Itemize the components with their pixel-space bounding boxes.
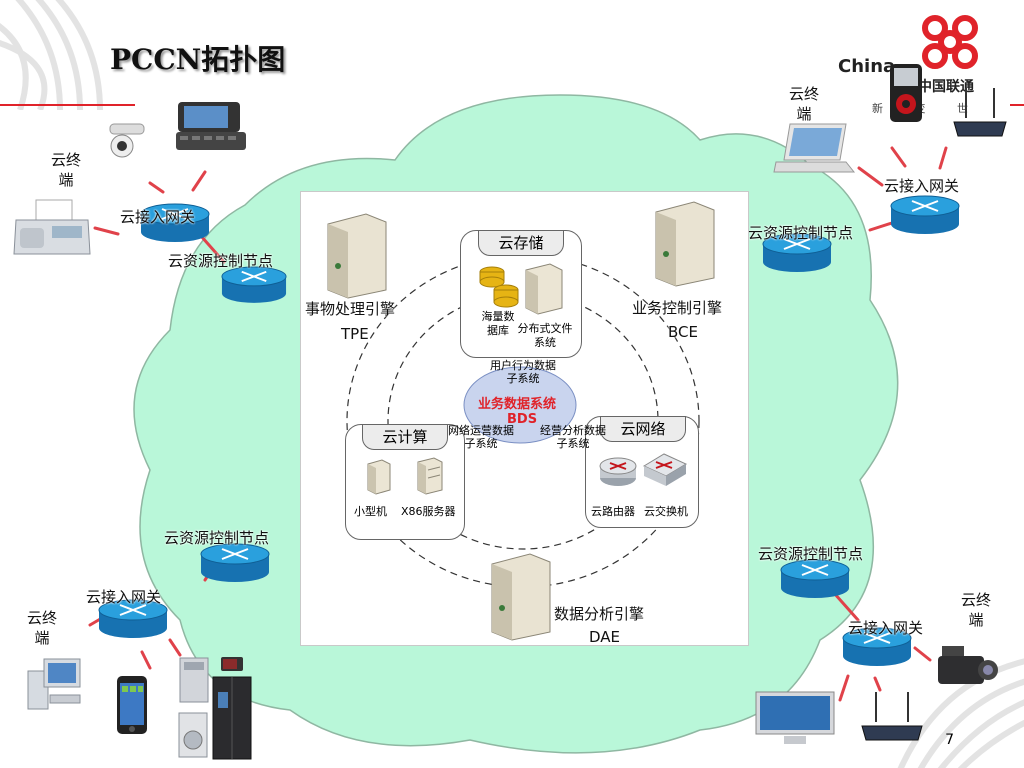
resource-node-label-bottom-left: 云资源控制节点	[164, 529, 270, 547]
iphone-icon	[117, 676, 147, 734]
server-icon-tpe	[327, 213, 387, 299]
storage-item-database: 海量数据库	[481, 310, 515, 337]
resource-node-label-top-left: 云资源控制节点	[168, 252, 274, 270]
terminal-label-top-right: 云终端	[788, 85, 819, 123]
dae-name: 数据分析引擎	[554, 605, 645, 623]
cloud-switch-icon	[642, 453, 688, 486]
terminal-label-top-left: 云终端	[50, 151, 81, 189]
resource-node-label-top-right: 云资源控制节点	[748, 224, 854, 242]
wireless-router-icon-bottom	[861, 692, 923, 741]
appliance-icon	[179, 657, 209, 703]
compute-item-x86-server: X86服务器	[401, 505, 456, 518]
terminal-label-bottom-right: 云终端	[960, 591, 991, 629]
tpe-name: 事物处理引擎	[305, 300, 396, 318]
bds-ellipse	[463, 366, 577, 444]
desktop-computer-icon	[27, 658, 81, 710]
refrigerator-icon	[212, 676, 252, 760]
router-icon-resource-node-bottom-right	[780, 559, 850, 598]
router-icon-access-gateway-top-right	[890, 195, 960, 234]
router-icon-resource-node-bottom-left	[200, 543, 270, 582]
corner-decoration-bottom-right	[897, 658, 1024, 768]
router-icon-resource-node-top-left	[221, 266, 287, 303]
router-icon-access-gateway-bottom-left	[98, 599, 168, 638]
router-icon-access-gateway-top-left	[140, 203, 210, 242]
compute-item-minicomputer: 小型机	[354, 505, 387, 518]
cloud-storage-tab: 云存储	[478, 230, 564, 256]
tpe-abbr: TPE	[341, 325, 369, 343]
network-item-router: 云路由器	[591, 505, 635, 518]
video-camera-icon	[938, 646, 998, 684]
database-icon	[479, 266, 519, 308]
cloud-compute-tab: 云计算	[362, 424, 448, 450]
logo-text-en: China	[838, 56, 896, 77]
bce-name: 业务控制引擎	[632, 299, 723, 317]
file-server-icon	[525, 263, 563, 315]
router-icon-resource-node-top-right	[762, 233, 832, 272]
page-number: 7	[945, 732, 954, 748]
x86-server-icon	[417, 457, 443, 495]
tv-monitor-icon	[755, 691, 835, 744]
dae-abbr: DAE	[589, 628, 621, 646]
access-gateway-label-bottom-left: 云接入网关	[86, 588, 162, 606]
bce-abbr: BCE	[668, 323, 698, 341]
washing-machine-icon	[178, 712, 208, 758]
page-title: PCCN拓扑图	[110, 43, 286, 76]
corner-decoration-top-left	[0, 0, 103, 110]
router-icon-access-gateway-bottom-right	[842, 627, 912, 666]
minicomputer-icon	[367, 459, 391, 495]
terminal-label-bottom-left: 云终端	[26, 609, 57, 647]
network-item-switch: 云交换机	[644, 505, 688, 518]
mp3-player-icon	[890, 64, 922, 122]
subsystem-user-behavior: 用户行为数据子系统	[490, 359, 556, 385]
access-gateway-label-bottom-right: 云接入网关	[848, 619, 924, 637]
bds-abbr: BDS	[507, 412, 538, 427]
subsystem-business-analysis: 经营分析数据子系统	[540, 424, 606, 450]
subsystem-network-operations: 网络运营数据子系统	[448, 424, 514, 450]
server-icon-dae	[491, 553, 551, 641]
access-gateway-label-top-left: 云接入网关	[120, 208, 196, 226]
china-unicom-logo-icon	[922, 15, 978, 69]
wireless-router-icon	[953, 88, 1007, 137]
security-camera-icon	[109, 123, 145, 158]
header-line-right	[1010, 104, 1024, 106]
access-gateway-label-top-right: 云接入网关	[884, 177, 960, 195]
fax-machine-icon	[13, 199, 91, 255]
bds-name: 业务数据系统	[478, 397, 557, 412]
microwave-icon	[221, 657, 243, 671]
cloud-router-icon	[599, 457, 637, 486]
header-line-left	[0, 104, 135, 106]
server-icon-bce	[655, 201, 715, 287]
smartphone-icon	[176, 102, 246, 150]
laptop-icon	[773, 123, 856, 173]
storage-item-file-system: 分布式文件系统	[517, 322, 573, 349]
resource-node-label-bottom-right: 云资源控制节点	[758, 545, 864, 563]
logo-text-cn: 中国联通	[918, 79, 974, 95]
cloud-network-tab: 云网络	[600, 416, 686, 442]
